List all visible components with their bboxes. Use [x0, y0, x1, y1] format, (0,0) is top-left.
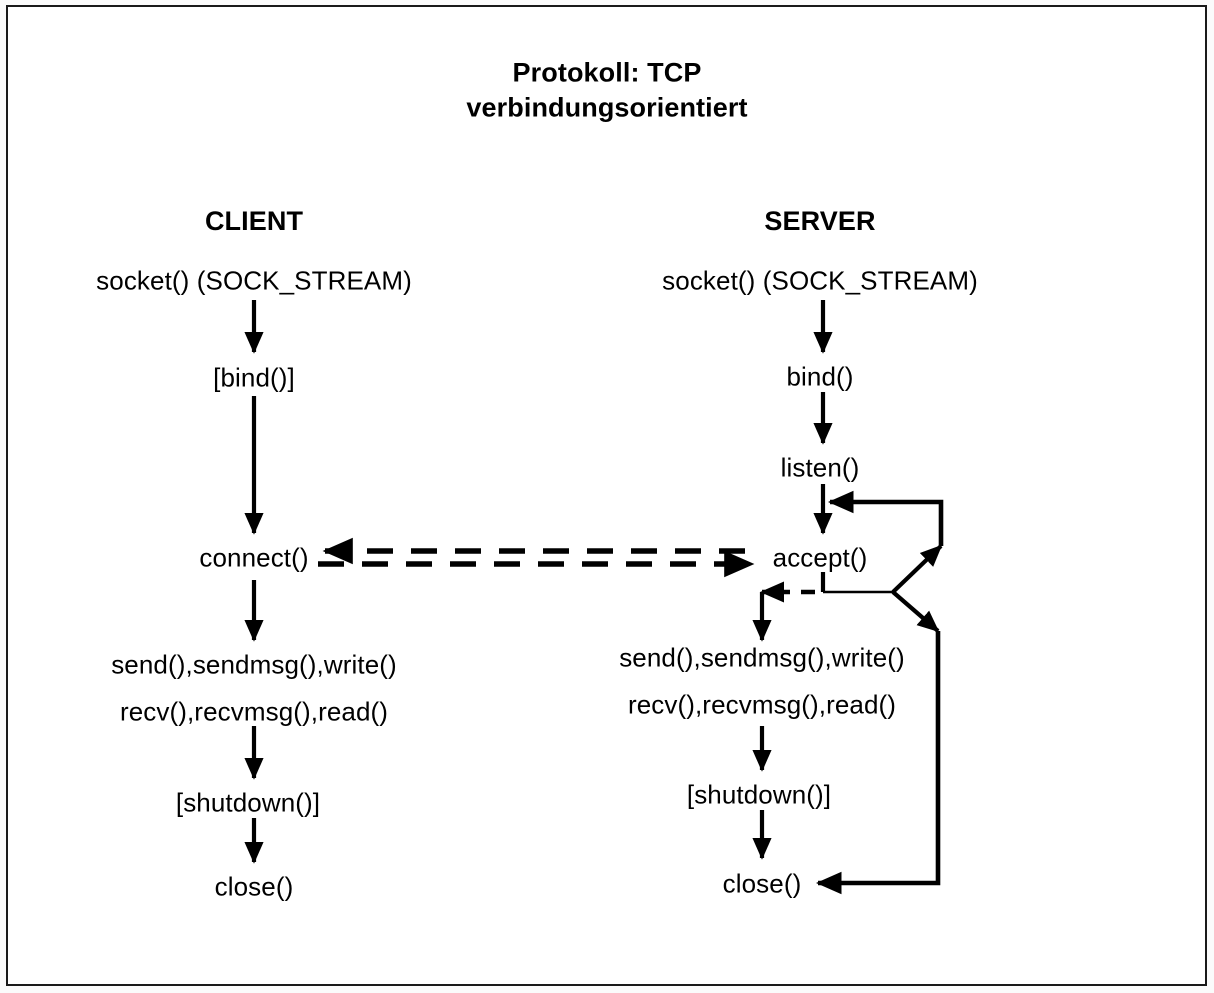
arrow-loop-back-to-accept	[827, 490, 944, 546]
client-step-recv: recv(),recvmsg(),read()	[119, 696, 389, 727]
server-step-send: send(),sendmsg(),write()	[619, 642, 905, 673]
server-step-listen: listen()	[780, 452, 860, 483]
client-step-send: send(),sendmsg(),write()	[111, 649, 397, 680]
client-step-shutdown: [shutdown()]	[175, 787, 321, 818]
server-step-bind: bind()	[786, 361, 854, 392]
diagram-frame	[6, 5, 1207, 986]
server-column-header: SERVER	[764, 206, 876, 237]
client-step-close: close()	[214, 871, 294, 902]
client-step-socket: socket() (SOCK_STREAM)	[96, 265, 412, 296]
server-step-accept: accept()	[772, 542, 868, 573]
server-step-close: close()	[722, 868, 802, 899]
diagram-title: Protokoll: TCP verbindungsorientiert	[466, 55, 747, 124]
diagram-title-line1: Protokoll: TCP	[512, 57, 702, 88]
diagram-title-line2: verbindungsorientiert	[466, 92, 748, 122]
server-step-socket: socket() (SOCK_STREAM)	[662, 265, 978, 296]
arrow-fork-down-branch	[891, 590, 940, 633]
client-column-header: CLIENT	[204, 206, 304, 237]
server-step-recv: recv(),recvmsg(),read()	[627, 689, 897, 720]
server-step-shutdown: [shutdown()]	[686, 779, 832, 810]
client-step-bind: [bind()]	[213, 362, 295, 393]
client-step-connect: connect()	[199, 542, 309, 573]
arrow-fork-up-branch	[891, 544, 943, 594]
